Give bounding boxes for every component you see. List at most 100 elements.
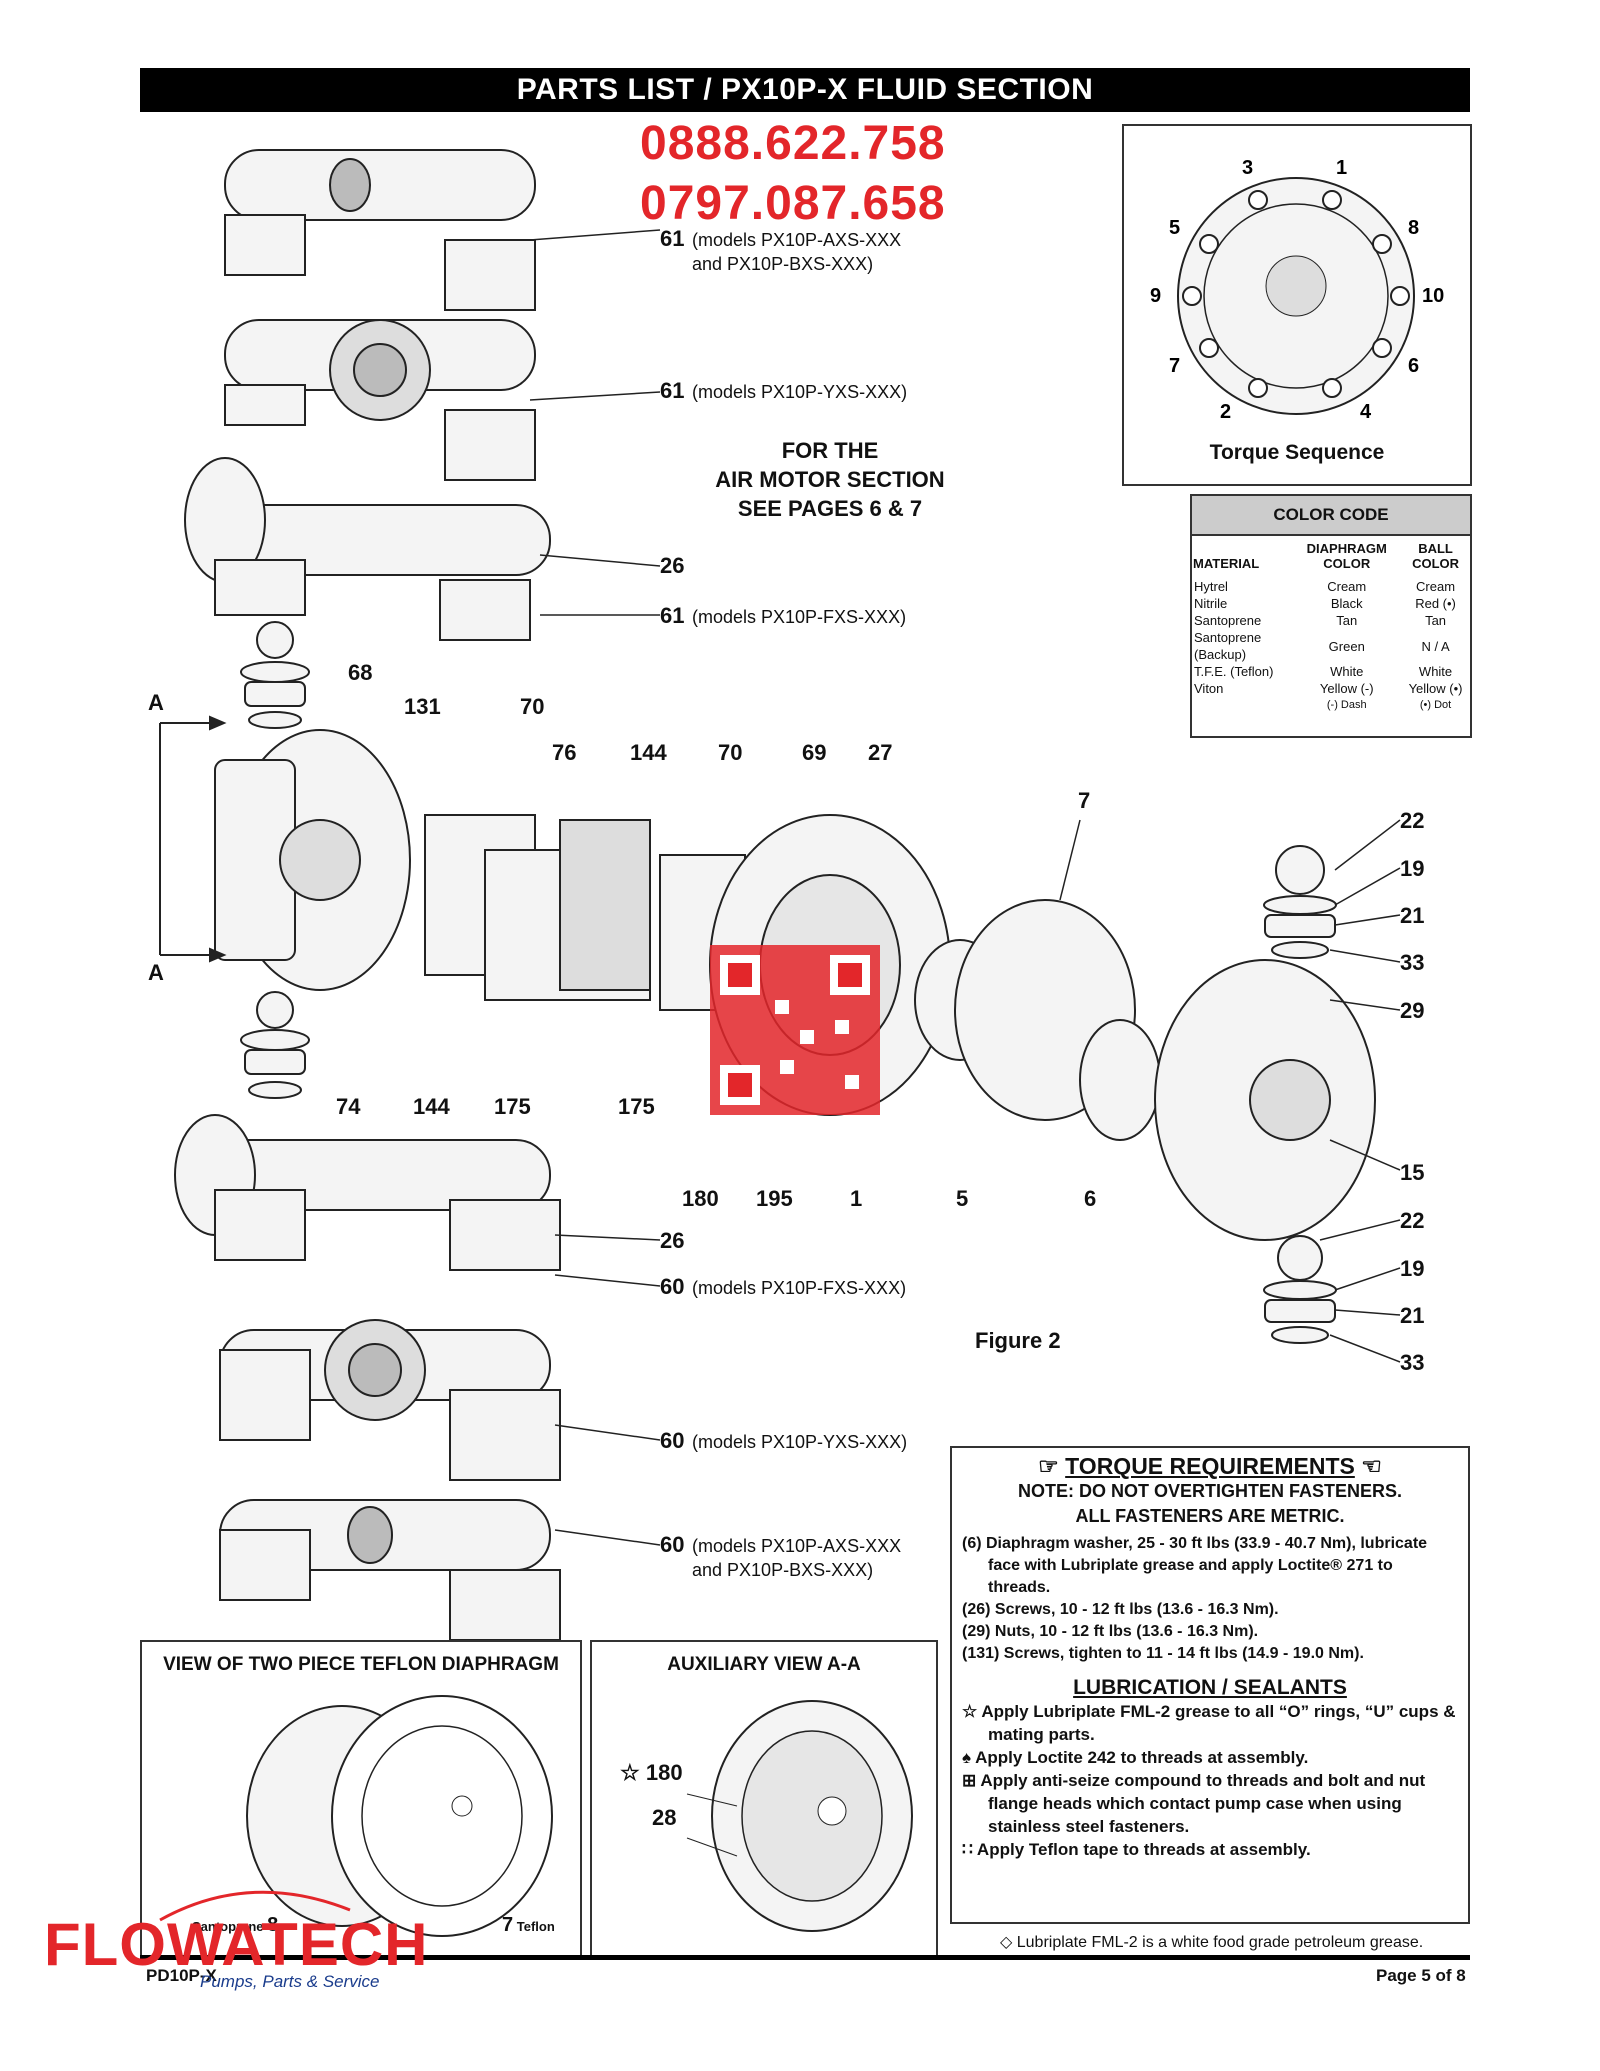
callout-27: 27 (868, 740, 893, 765)
footer-rule (140, 1955, 1470, 1960)
teflon-label: 7 Teflon (502, 1914, 555, 1936)
callout-26: 26 (660, 1228, 685, 1253)
torque-item: (26) Screws, 10 - 12 ft lbs (13.6 - 16.3… (962, 1601, 1279, 1618)
callout-131: 131 (404, 694, 441, 719)
teflon-diaphragm-view: VIEW OF TWO PIECE TEFLON DIAPHRAGM Santo… (140, 1640, 582, 1960)
phone-number-1: 0888.622.758 (640, 117, 946, 170)
torque-item: (29) Nuts, 10 - 12 ft lbs (13.6 - 16.3 N… (962, 1623, 1259, 1640)
callout-33: 33 (1400, 950, 1425, 975)
teflon-tape-icon: ∷ (962, 1840, 973, 1859)
callout-180: 180 (682, 1186, 719, 1211)
seq-num: 5 (1169, 217, 1180, 239)
callout-68: 68 (348, 660, 373, 685)
callout-180: ☆ 180 (620, 1760, 683, 1785)
santoprene-label: Santoprene 8 (192, 1914, 279, 1936)
seq-num: 6 (1408, 355, 1419, 377)
section-a-bottom: A (148, 960, 164, 985)
auxiliary-view-drawing (686, 1700, 913, 1932)
seq-num: 2 (1220, 401, 1231, 423)
lubrication-title: LUBRICATION / SEALANTS (1073, 1676, 1347, 1699)
model-label: (models PX10P-YXS-XXX) (692, 382, 908, 402)
color-code-title: COLOR CODE (1192, 496, 1470, 536)
callout-69: 69 (802, 740, 827, 765)
color-code-table: MATERIAL DIAPHRAGM COLOR BALL COLOR Hytr… (1192, 540, 1470, 714)
auxiliary-view-title: AUXILIARY VIEW A-A (667, 1654, 861, 1675)
seq-num: 8 (1408, 217, 1419, 239)
flowatech-logo: FLOWATECH (44, 1911, 429, 1978)
torque-requirements-box: ☞ TORQUE REQUIREMENTS ☜ NOTE: DO NOT OVE… (950, 1446, 1470, 1924)
figure-label: Figure 2 (975, 1328, 1061, 1353)
callout-144: 144 (630, 740, 667, 765)
callout-1: 1 (850, 1186, 863, 1211)
section-a-top: A (148, 690, 164, 715)
auxiliary-view: AUXILIARY VIEW A-A ☆ 180 28 (590, 1640, 938, 1960)
model-label: and PX10P-BXS-XXX) (692, 254, 874, 274)
torque-req-note: ALL FASTENERS ARE METRIC. (1075, 1506, 1345, 1526)
callout-15: 15 (1400, 1160, 1425, 1185)
callout-195: 195 (756, 1186, 793, 1211)
star-icon: ☆ (962, 1702, 978, 1721)
callout-22: 22 (1400, 1208, 1425, 1233)
lubrication-item: ⊞ Apply anti-seize compound to threads a… (962, 1771, 1426, 1836)
callout-61: 61 (660, 226, 685, 251)
seq-num: 3 (1242, 157, 1253, 179)
callout-22: 22 (1400, 808, 1425, 833)
page-title: PARTS LIST / PX10P-X FLUID SECTION (140, 68, 1470, 112)
callout-29: 29 (1400, 998, 1425, 1023)
callout-74: 74 (336, 1094, 361, 1119)
callout-60: 60 (660, 1274, 685, 1299)
flowatech-swoosh (159, 1890, 351, 1922)
callout-5: 5 (956, 1186, 969, 1211)
footer-model: PD10P-X (146, 1966, 217, 1985)
callout-33: 33 (1400, 1350, 1425, 1375)
callout-19: 19 (1400, 856, 1425, 881)
teflon-diaphragm-drawing (246, 1695, 553, 1937)
callout-70: 70 (520, 694, 545, 719)
callout-7: 7 (1078, 788, 1091, 813)
callout-76: 76 (552, 740, 577, 765)
torque-item: (131) Screws, tighten to 11 - 14 ft lbs … (962, 1645, 1364, 1662)
callout-26: 26 (660, 553, 685, 578)
spade-icon: ♠ (962, 1748, 972, 1767)
model-label: (models PX10P-YXS-XXX) (692, 1432, 908, 1452)
lubrication-item: ♠ Apply Loctite 242 to threads at assemb… (962, 1748, 1309, 1767)
model-label: (models PX10P-AXS-XXX (692, 230, 902, 250)
torque-sequence-title: Torque Sequence (1209, 441, 1385, 464)
lubrication-item: ∷ Apply Teflon tape to threads at assemb… (962, 1840, 1311, 1859)
callout-175: 175 (618, 1094, 655, 1119)
callout-61: 61 (660, 378, 685, 403)
callout-60: 60 (660, 1532, 685, 1557)
callout-6: 6 (1084, 1186, 1097, 1211)
grid-icon: ⊞ (962, 1771, 977, 1790)
torque-item: (6) Diaphragm washer, 25 - 30 ft lbs (33… (962, 1535, 1428, 1596)
flowatech-tagline: Pumps, Parts & Service (200, 1972, 380, 1991)
seq-num: 10 (1422, 285, 1444, 307)
callout-61: 61 (660, 603, 685, 628)
callout-60: 60 (660, 1428, 685, 1453)
model-label: and PX10P-BXS-XXX) (692, 1560, 874, 1580)
lubriplate-note: ◇ Lubriplate FML-2 is a white food grade… (1000, 1934, 1424, 1951)
seq-num: 7 (1169, 355, 1180, 377)
callout-19: 19 (1400, 1256, 1425, 1281)
callout-175: 175 (494, 1094, 531, 1119)
footer-page: Page 5 of 8 (1376, 1966, 1466, 1985)
torque-req-title: ☞ TORQUE REQUIREMENTS ☜ (1038, 1453, 1382, 1479)
callout-70: 70 (718, 740, 743, 765)
seq-num: 4 (1360, 401, 1372, 423)
seq-num: 9 (1150, 285, 1161, 307)
model-label: (models PX10P-AXS-XXX (692, 1536, 902, 1556)
lubrication-item: ☆ Apply Lubriplate FML-2 grease to all “… (962, 1702, 1456, 1744)
model-label: (models PX10P-FXS-XXX) (692, 607, 907, 627)
torque-sequence-diagram: 3 1 5 8 9 10 7 6 2 4 (1150, 157, 1444, 423)
callout-21: 21 (1400, 903, 1425, 928)
callout-21: 21 (1400, 1303, 1425, 1328)
seq-num: 1 (1336, 157, 1347, 179)
callout-144: 144 (413, 1094, 450, 1119)
